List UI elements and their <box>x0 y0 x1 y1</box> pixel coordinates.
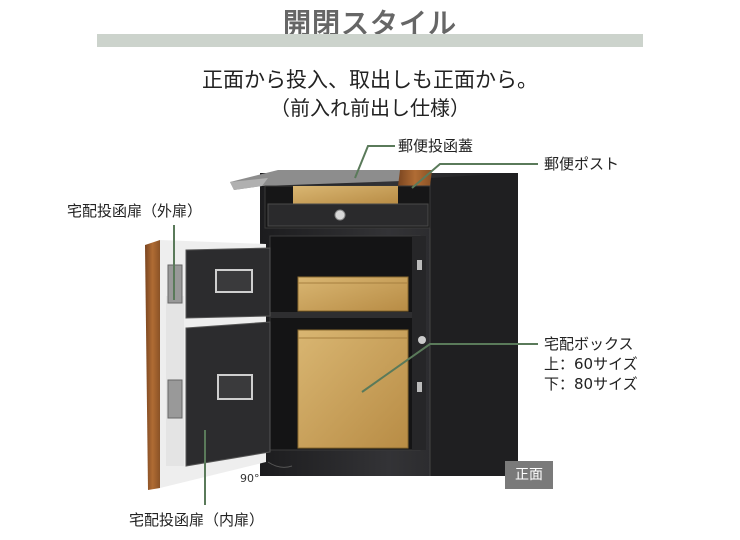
callout-box-upper: 上：60サイズ <box>544 355 638 373</box>
mail-slot-lid <box>230 170 432 190</box>
cardboard-box-small <box>297 276 409 312</box>
view-badge: 正面 <box>505 461 553 489</box>
callout-leader-lines <box>173 145 538 505</box>
callout-box-lower: 下：80サイズ <box>544 375 638 393</box>
cardboard-box-large <box>297 329 409 449</box>
intro-line-2: （前入れ前出し仕様） <box>270 96 470 120</box>
mail-compartment <box>264 185 431 229</box>
door-angle-label: 90° <box>240 472 260 485</box>
callout-mail-lid: 郵便投函蓋 <box>398 137 474 155</box>
inner-door-open <box>167 247 271 467</box>
title-underline-bar <box>97 34 643 47</box>
callout-inner-door: 宅配投函扉（内扉） <box>129 511 265 529</box>
callout-box-title: 宅配ボックス <box>544 335 634 353</box>
callout-outer-door: 宅配投函扉（外扉） <box>67 202 203 220</box>
callout-mail-post: 郵便ポスト <box>544 155 620 173</box>
door-angle-arc <box>267 461 293 468</box>
intro-line-1: 正面から投入、取出しも正面から。 <box>202 68 538 92</box>
